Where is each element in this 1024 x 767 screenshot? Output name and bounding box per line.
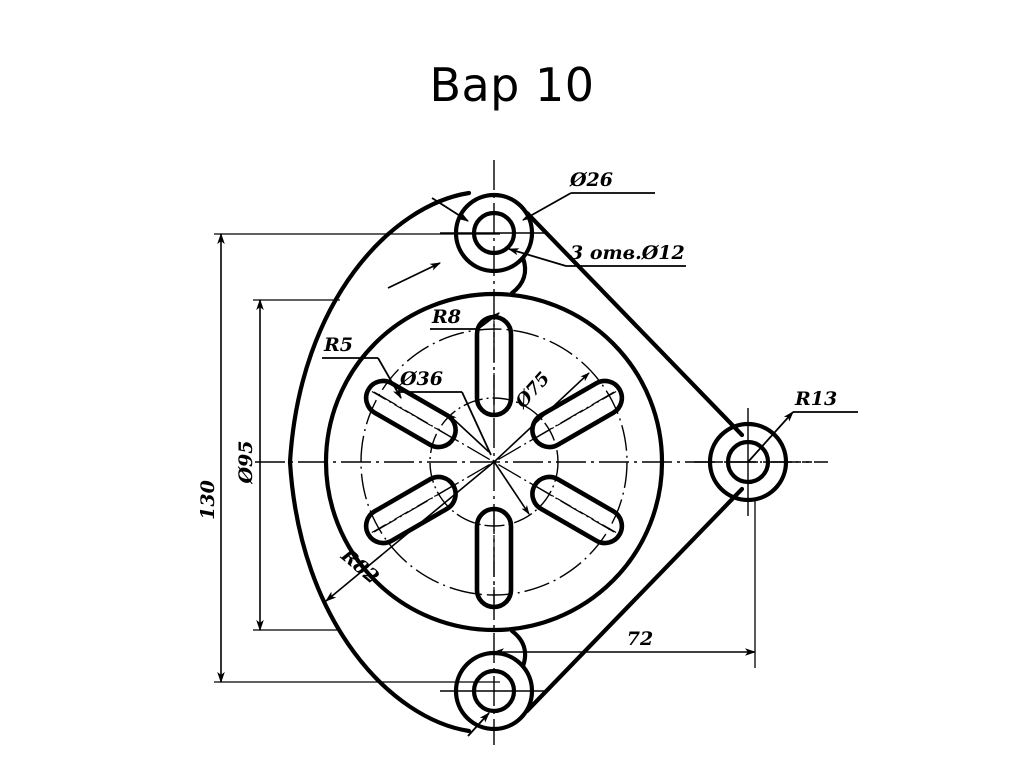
dimension-dia-36: Ø36 xyxy=(398,368,530,515)
dimension-r5: R5 xyxy=(322,334,402,399)
dia36-arrow-b xyxy=(492,459,530,515)
bottom-boss-fillet xyxy=(509,628,528,669)
dia26-leader-line xyxy=(522,192,572,221)
dimension-r82: R82 xyxy=(325,461,495,602)
dim72-label: 72 xyxy=(627,628,653,650)
outer-flank-lower-right xyxy=(524,486,745,714)
dia75-arrow-line xyxy=(493,372,590,463)
hole-pointer-bottom xyxy=(467,712,490,737)
top-boss-fillet xyxy=(509,255,528,296)
r5-leader-line xyxy=(377,357,402,399)
hole-pointer-top-left xyxy=(431,197,469,222)
holes-leader-line xyxy=(507,248,567,267)
dimension-r8: R8 xyxy=(430,306,500,330)
r13-label: R13 xyxy=(794,388,837,410)
dia95-label: Ø95 xyxy=(235,441,257,485)
dia36-arrow-a xyxy=(447,413,490,453)
hole-pointer-arrows xyxy=(387,197,490,737)
page-title: Вар 10 xyxy=(429,58,595,112)
dimension-72: 72 xyxy=(492,500,757,668)
dia36-label: Ø36 xyxy=(399,368,443,390)
dim130-label: 130 xyxy=(197,480,219,520)
centerline-group xyxy=(255,160,828,745)
dia75-label: Ø75 xyxy=(511,368,555,413)
r5-label: R5 xyxy=(323,334,353,356)
dia36-leader-line xyxy=(461,391,492,456)
r82-arrow-line xyxy=(325,461,495,602)
r8-label: R8 xyxy=(431,306,461,328)
dimension-three-holes: 3 отв.Ø12 xyxy=(507,242,686,267)
dimension-dia-95: Ø95 xyxy=(235,298,340,632)
r8-leader-line xyxy=(477,312,500,330)
dimension-130: 130 xyxy=(197,232,500,684)
hole-pointer-left xyxy=(387,262,441,289)
r13-leader-line xyxy=(747,411,794,463)
dimension-r13: R13 xyxy=(747,388,858,463)
dimension-dia-26: Ø26 xyxy=(522,169,655,221)
outer-flank-upper-right xyxy=(524,210,745,438)
dia26-label: Ø26 xyxy=(569,169,613,191)
holes-label: 3 отв.Ø12 xyxy=(570,242,685,264)
